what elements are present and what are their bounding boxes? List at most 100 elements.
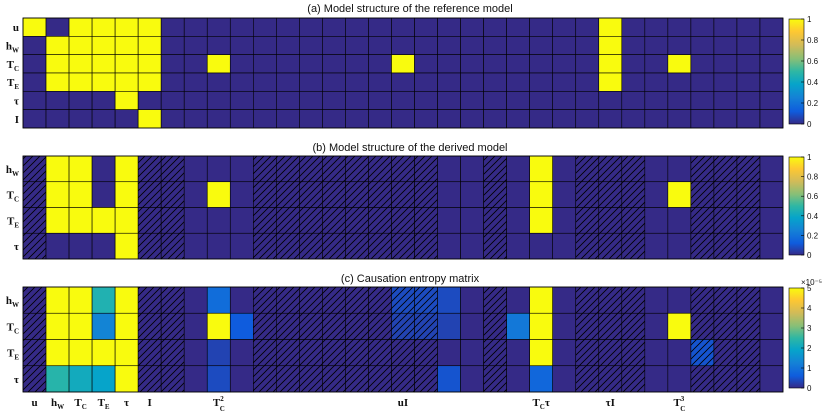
- heatmap-cell: [552, 339, 577, 367]
- heatmap-cell: [68, 286, 93, 314]
- heatmap-cell: [22, 17, 47, 37]
- heatmap-cell: [206, 339, 231, 367]
- heatmap-cell: [575, 232, 600, 260]
- heatmap-cell: [414, 232, 438, 260]
- heatmap-cell: [206, 109, 231, 129]
- heatmap-cell: [91, 91, 116, 110]
- heatmap-cell: [368, 72, 392, 92]
- heatmap-cell: [483, 54, 507, 74]
- heatmap-cell: [183, 91, 208, 110]
- heatmap-cell: [114, 286, 139, 314]
- heatmap-cell: [437, 155, 461, 183]
- heatmap-cell: [736, 91, 761, 110]
- heatmap-cell: [667, 312, 692, 340]
- heatmap-cell: [552, 72, 577, 92]
- heatmap-cell: [552, 109, 577, 129]
- heatmap-cell: [437, 181, 461, 208]
- heatmap-cell: [598, 54, 623, 74]
- heatmap-cell: [322, 155, 346, 183]
- heatmap-cell: [68, 181, 93, 208]
- heatmap-cell: [460, 365, 484, 393]
- heatmap-cell: [483, 17, 507, 37]
- heatmap-cell: [483, 109, 507, 129]
- heatmap-cell: [183, 17, 208, 37]
- heatmap-cell: [114, 365, 139, 393]
- heatmap-cell: [68, 72, 93, 92]
- heatmap-cell: [483, 155, 507, 183]
- heatmap-cell: [575, 365, 600, 393]
- heatmap-cell: [713, 207, 738, 234]
- heatmap-cell: [229, 339, 254, 367]
- panel-frame: [22, 155, 784, 260]
- heatmap-cell: [529, 36, 553, 55]
- heatmap-cell: [552, 312, 577, 340]
- row-label: TC: [7, 190, 19, 204]
- heatmap-cell: [552, 232, 577, 260]
- heatmap-cell: [276, 155, 300, 183]
- heatmap-cell: [759, 36, 784, 55]
- panel-b-cells: [22, 155, 784, 260]
- panel-a-colorbar: 00.20.40.60.81: [788, 15, 819, 129]
- heatmap-cell: [345, 286, 369, 314]
- heatmap-cell: [644, 232, 669, 260]
- heatmap-cell: [759, 155, 784, 183]
- heatmap-cell: [552, 17, 577, 37]
- heatmap-cell: [68, 91, 93, 110]
- heatmap-cell: [690, 339, 715, 367]
- heatmap-cell: [759, 54, 784, 74]
- heatmap-cell: [45, 339, 70, 367]
- row-label: τ: [14, 96, 19, 108]
- heatmap-cell: [114, 232, 139, 260]
- heatmap-cell: [391, 339, 415, 367]
- heatmap-cell: [529, 207, 553, 234]
- heatmap-cell: [183, 207, 208, 234]
- heatmap-cell: [160, 155, 185, 183]
- heatmap-cell: [529, 232, 553, 260]
- heatmap-cell: [368, 181, 392, 208]
- heatmap-cell: [229, 91, 254, 110]
- heatmap-cell: [137, 91, 162, 110]
- heatmap-cell: [22, 339, 47, 367]
- heatmap-cell: [460, 339, 484, 367]
- heatmap-cell: [713, 232, 738, 260]
- heatmap-cell: [160, 91, 185, 110]
- heatmap-cell: [276, 286, 300, 314]
- heatmap-cell: [368, 155, 392, 183]
- heatmap-cell: [598, 72, 623, 92]
- heatmap-cell: [183, 155, 208, 183]
- heatmap-cell: [322, 365, 346, 393]
- heatmap-cell: [91, 312, 116, 340]
- heatmap-cell: [137, 36, 162, 55]
- heatmap-cell: [183, 181, 208, 208]
- heatmap-cell: [575, 91, 600, 110]
- heatmap-cell: [575, 109, 600, 129]
- heatmap-cell: [483, 232, 507, 260]
- heatmap-cell: [483, 91, 507, 110]
- heatmap-cell: [368, 109, 392, 129]
- heatmap-cell: [759, 286, 784, 314]
- heatmap-cell: [22, 181, 47, 208]
- heatmap-cell: [529, 91, 553, 110]
- heatmap-cell: [506, 207, 530, 234]
- heatmap-cell: [437, 54, 461, 74]
- heatmap-cell: [322, 109, 346, 129]
- heatmap-cell: [759, 207, 784, 234]
- heatmap-cell: [345, 207, 369, 234]
- heatmap-cell: [206, 17, 231, 37]
- heatmap-cell: [45, 91, 70, 110]
- heatmap-cell: [667, 286, 692, 314]
- heatmap-cell: [253, 91, 277, 110]
- row-label: TE: [7, 215, 19, 229]
- heatmap-cell: [137, 312, 162, 340]
- heatmap-cell: [713, 286, 738, 314]
- heatmap-cell: [206, 365, 231, 393]
- row-label: TC: [7, 321, 19, 335]
- heatmap-cell: [45, 232, 70, 260]
- heatmap-cell: [644, 181, 669, 208]
- heatmap-cell: [345, 54, 369, 74]
- colorbar-tick-label: 1: [807, 364, 812, 373]
- heatmap-cell: [22, 155, 47, 183]
- heatmap-cell: [91, 54, 116, 74]
